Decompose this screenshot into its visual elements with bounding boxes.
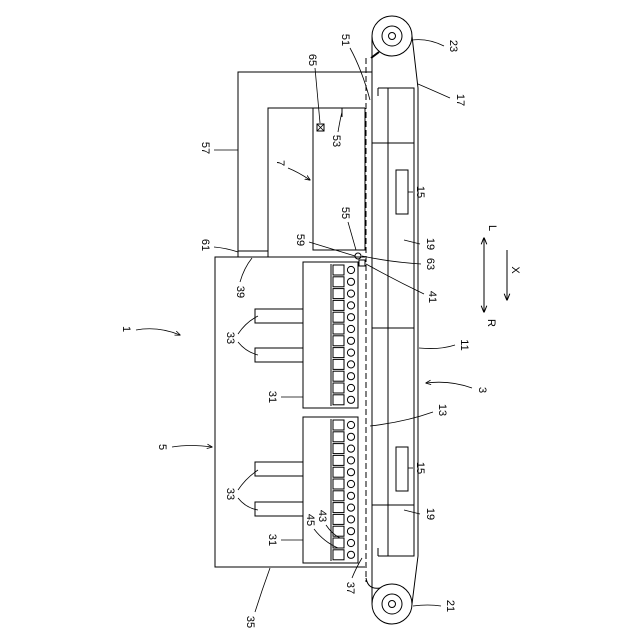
leader-55 bbox=[348, 222, 356, 250]
ref-label-17: 17 bbox=[454, 94, 466, 106]
ref-label-57: 57 bbox=[199, 142, 211, 154]
frame-ledges bbox=[378, 88, 388, 556]
ref-label-33-upper: 33 bbox=[224, 332, 236, 344]
belt-return-run bbox=[412, 36, 418, 604]
ref-label-59: 59 bbox=[294, 234, 306, 246]
leader-35 bbox=[255, 568, 270, 612]
ref-label-23: 23 bbox=[447, 40, 459, 52]
leader-21 bbox=[413, 605, 441, 606]
head-block-lower bbox=[303, 417, 358, 563]
roller-inner-circle bbox=[382, 594, 402, 614]
leader-39 bbox=[240, 258, 252, 282]
ref-label-33-lower: 33 bbox=[224, 488, 236, 500]
ref-label-65: 65 bbox=[306, 54, 318, 66]
ref-label-41: 41 bbox=[426, 291, 438, 303]
leader-arrow-3 bbox=[426, 382, 472, 388]
roller-shaft bbox=[389, 33, 396, 40]
connector-33 bbox=[255, 348, 303, 362]
leader-13 bbox=[370, 412, 433, 426]
suction-chamber-lower bbox=[396, 447, 408, 491]
ref-label-39: 39 bbox=[234, 286, 246, 298]
connector-33 bbox=[255, 309, 303, 323]
ref-label-15-lower: 15 bbox=[414, 462, 426, 474]
direction-label-left: L bbox=[486, 225, 498, 231]
ref-label-13: 13 bbox=[436, 404, 448, 416]
connector-33 bbox=[255, 462, 303, 476]
ref-label-61: 61 bbox=[199, 239, 211, 251]
component-59 bbox=[355, 253, 361, 259]
direction-label-right: R bbox=[485, 319, 497, 327]
ref-label-19-upper: 19 bbox=[424, 238, 436, 250]
leader-arrow-7 bbox=[288, 168, 310, 180]
leader-17 bbox=[418, 84, 450, 98]
roller-outer-circle bbox=[372, 16, 412, 56]
ref-label-3: 3 bbox=[476, 387, 488, 393]
leader-59 bbox=[309, 242, 355, 256]
ref-label-7: 7 bbox=[274, 160, 286, 166]
leader-61 bbox=[214, 247, 238, 252]
upper-housing-outline bbox=[238, 72, 372, 252]
roller-inner-circle bbox=[382, 26, 402, 46]
head-block-upper bbox=[303, 262, 358, 408]
drive-roller-top bbox=[372, 16, 412, 56]
leader-11 bbox=[419, 345, 455, 349]
print-unit bbox=[215, 253, 365, 567]
leader-arrow-1 bbox=[136, 329, 180, 335]
paper-exit-curve bbox=[366, 578, 380, 588]
leader-65 bbox=[315, 68, 320, 123]
belt-support-frame bbox=[388, 88, 414, 556]
direction-label-conveyance: X bbox=[509, 266, 521, 274]
leader-41 bbox=[366, 264, 424, 294]
ref-label-55: 55 bbox=[339, 207, 351, 219]
ref-label-35: 35 bbox=[244, 616, 256, 628]
ref-label-21: 21 bbox=[444, 600, 456, 612]
ref-label-53: 53 bbox=[330, 135, 342, 147]
connecting-member-39 bbox=[238, 251, 268, 257]
leader-arrow-5 bbox=[172, 446, 212, 448]
leader-51 bbox=[350, 48, 370, 100]
ref-label-45: 45 bbox=[304, 514, 316, 526]
component-41 bbox=[359, 260, 365, 266]
ref-label-43: 43 bbox=[316, 510, 328, 522]
driven-roller-bottom bbox=[372, 584, 412, 624]
roller-shaft bbox=[389, 601, 396, 608]
suction-chamber-upper bbox=[396, 170, 408, 214]
connector-33 bbox=[255, 502, 303, 516]
upper-unit bbox=[238, 72, 372, 257]
sensor-cross bbox=[317, 124, 324, 131]
ref-label-1: 1 bbox=[120, 326, 132, 332]
ref-label-15-upper: 15 bbox=[414, 186, 426, 198]
ref-label-31-upper: 31 bbox=[266, 391, 278, 403]
leader-23 bbox=[412, 40, 444, 46]
ref-label-11: 11 bbox=[458, 339, 470, 350]
roller-outer-circle bbox=[372, 584, 412, 624]
detection-unit-box bbox=[313, 108, 365, 250]
ref-label-31-lower: 31 bbox=[266, 534, 278, 546]
ref-label-19-lower: 19 bbox=[424, 508, 436, 520]
conveyor-unit bbox=[366, 16, 418, 624]
leader-63 bbox=[362, 256, 421, 264]
ref-label-63: 63 bbox=[424, 258, 436, 270]
ref-label-51: 51 bbox=[339, 34, 351, 46]
direction-indicators: L R X bbox=[484, 225, 521, 327]
sensor-65 bbox=[317, 124, 324, 131]
ref-label-37: 37 bbox=[344, 582, 356, 594]
ref-label-5: 5 bbox=[156, 444, 168, 450]
leader-53 bbox=[338, 112, 342, 132]
